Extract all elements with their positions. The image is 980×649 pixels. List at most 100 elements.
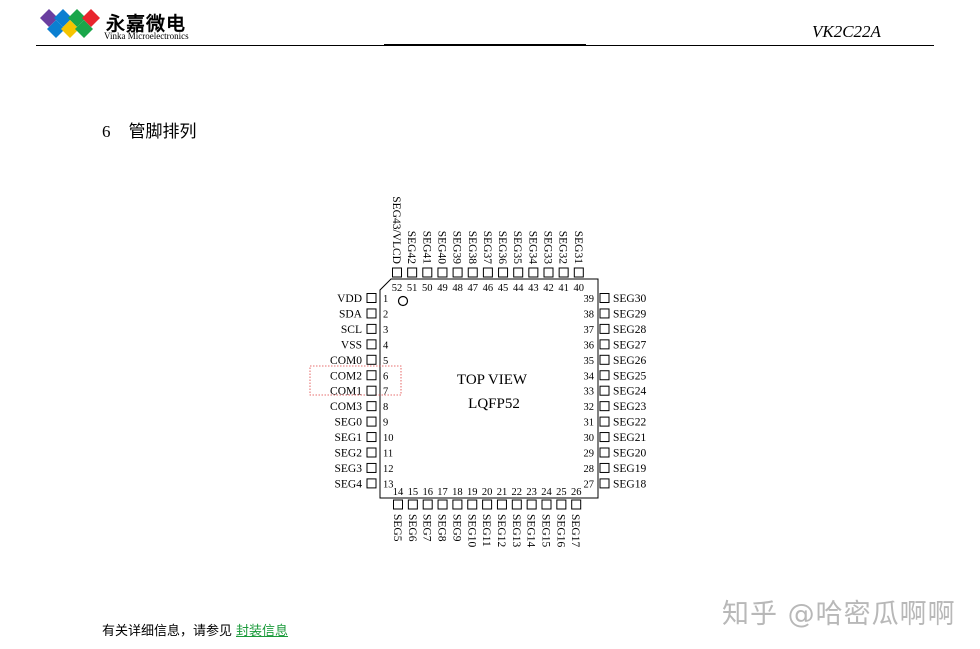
pin-label-27: SEG18	[613, 478, 646, 490]
pin-label-52: SEG43/VLCD	[390, 196, 402, 264]
pin-label-40: SEG31	[572, 231, 584, 264]
chip-body	[379, 278, 599, 499]
pin-label-12: SEG3	[335, 463, 363, 475]
pin-pad-9	[366, 416, 377, 427]
pin-number-44: 44	[513, 283, 524, 294]
pin-number-8: 8	[383, 402, 388, 413]
pin-label-47: SEG38	[466, 231, 478, 264]
page-header: 永嘉微电 Vinka Microelectronics VK2C22A	[0, 0, 980, 50]
pin-label-17: SEG8	[436, 514, 448, 542]
pin-label-24: SEG15	[540, 514, 552, 547]
pin-pad-28	[599, 462, 610, 473]
footer-note: 有关详细信息，请参见封装信息	[102, 620, 288, 639]
pin-number-42: 42	[543, 283, 554, 294]
pin-label-26: SEG17	[569, 514, 581, 547]
pin-label-9: SEG0	[335, 417, 363, 429]
pin-number-27: 27	[584, 479, 595, 490]
package-info-link[interactable]: 封装信息	[236, 624, 289, 639]
pin-number-51: 51	[407, 283, 418, 294]
pin-pad-48	[452, 267, 463, 278]
pin-pad-37	[599, 323, 610, 334]
pin-pad-49	[437, 267, 448, 278]
pin-pad-25	[556, 499, 567, 510]
pin-number-20: 20	[482, 487, 493, 498]
part-number: VK2C22A	[812, 22, 881, 41]
pin-label-21: SEG12	[495, 514, 507, 547]
pin-label-50: SEG41	[420, 231, 432, 264]
pin-number-30: 30	[584, 433, 595, 444]
pin-pad-33	[599, 385, 610, 396]
pin-label-45: SEG36	[496, 231, 508, 264]
pin-number-31: 31	[584, 418, 595, 429]
pin-number-18: 18	[452, 487, 463, 498]
logo-diamonds-icon	[40, 9, 100, 38]
pin-number-14: 14	[393, 487, 404, 498]
pin-label-48: SEG39	[451, 231, 463, 264]
pin-label-8: COM3	[330, 401, 362, 413]
pin-number-16: 16	[422, 487, 433, 498]
pin-number-3: 3	[383, 325, 388, 336]
pin-number-6: 6	[383, 371, 388, 382]
pin-number-28: 28	[584, 464, 595, 475]
pin-label-36: SEG27	[613, 339, 646, 351]
pin-label-46: SEG37	[481, 231, 493, 264]
pin-pad-45	[498, 267, 509, 278]
pin-label-44: SEG35	[511, 231, 523, 264]
section-title-text: 管脚排列	[128, 122, 197, 142]
pin-pad-4	[366, 339, 377, 350]
pin-pad-31	[599, 416, 610, 427]
pin-number-52: 52	[392, 283, 403, 294]
header-divider-accent	[384, 44, 586, 46]
pin-pad-41	[558, 267, 569, 278]
pin-number-12: 12	[383, 464, 394, 475]
pin-pad-43	[528, 267, 539, 278]
pin-pad-44	[513, 267, 524, 278]
pin-pad-47	[467, 267, 478, 278]
pin-number-5: 5	[383, 356, 388, 367]
pin-label-41: SEG32	[557, 231, 569, 264]
pin-pad-27	[599, 478, 610, 489]
pin-pad-13	[366, 478, 377, 489]
pin-number-36: 36	[584, 340, 595, 351]
pin-pad-35	[599, 354, 610, 365]
pin-pad-10	[366, 432, 377, 443]
pin-number-21: 21	[497, 487, 508, 498]
pin-number-11: 11	[383, 449, 393, 460]
pin-label-31: SEG22	[613, 417, 646, 429]
pin-number-47: 47	[468, 283, 479, 294]
pin-label-51: SEG42	[405, 231, 417, 264]
pin-number-40: 40	[574, 283, 585, 294]
pin-number-37: 37	[584, 325, 595, 336]
pin-pad-38	[599, 308, 610, 319]
pin-label-33: SEG24	[613, 386, 646, 398]
pin-number-33: 33	[584, 387, 595, 398]
pin-pad-20	[482, 499, 493, 510]
pin-label-49: SEG40	[435, 231, 447, 264]
pin-number-1: 1	[383, 294, 388, 305]
pin-number-25: 25	[556, 487, 567, 498]
pin-pad-8	[366, 401, 377, 412]
pin-number-50: 50	[422, 283, 433, 294]
pin-label-15: SEG6	[406, 514, 418, 542]
chip-view-label: TOP VIEW	[457, 372, 528, 388]
pin-number-35: 35	[584, 356, 595, 367]
pin-label-28: SEG19	[613, 463, 646, 475]
pin1-marker	[397, 295, 409, 307]
pin-number-23: 23	[526, 487, 537, 498]
pin-pad-7	[366, 385, 377, 396]
watermark: 知乎 @哈密瓜啊啊	[722, 599, 956, 630]
pin-label-13: SEG4	[335, 478, 363, 490]
pin-label-25: SEG16	[554, 514, 566, 547]
pin-pad-3	[366, 323, 377, 334]
pin-pad-46	[482, 267, 493, 278]
pin-pad-19	[467, 499, 478, 510]
pin-label-39: SEG30	[613, 293, 646, 305]
company-logo: 永嘉微电 Vinka Microelectronics	[38, 6, 208, 44]
pin-number-17: 17	[437, 487, 448, 498]
pin-number-43: 43	[528, 283, 539, 294]
pin-pad-6	[366, 370, 377, 381]
pin-number-29: 29	[584, 449, 595, 460]
com-pins-highlight	[309, 365, 402, 396]
pin-number-15: 15	[408, 487, 419, 498]
